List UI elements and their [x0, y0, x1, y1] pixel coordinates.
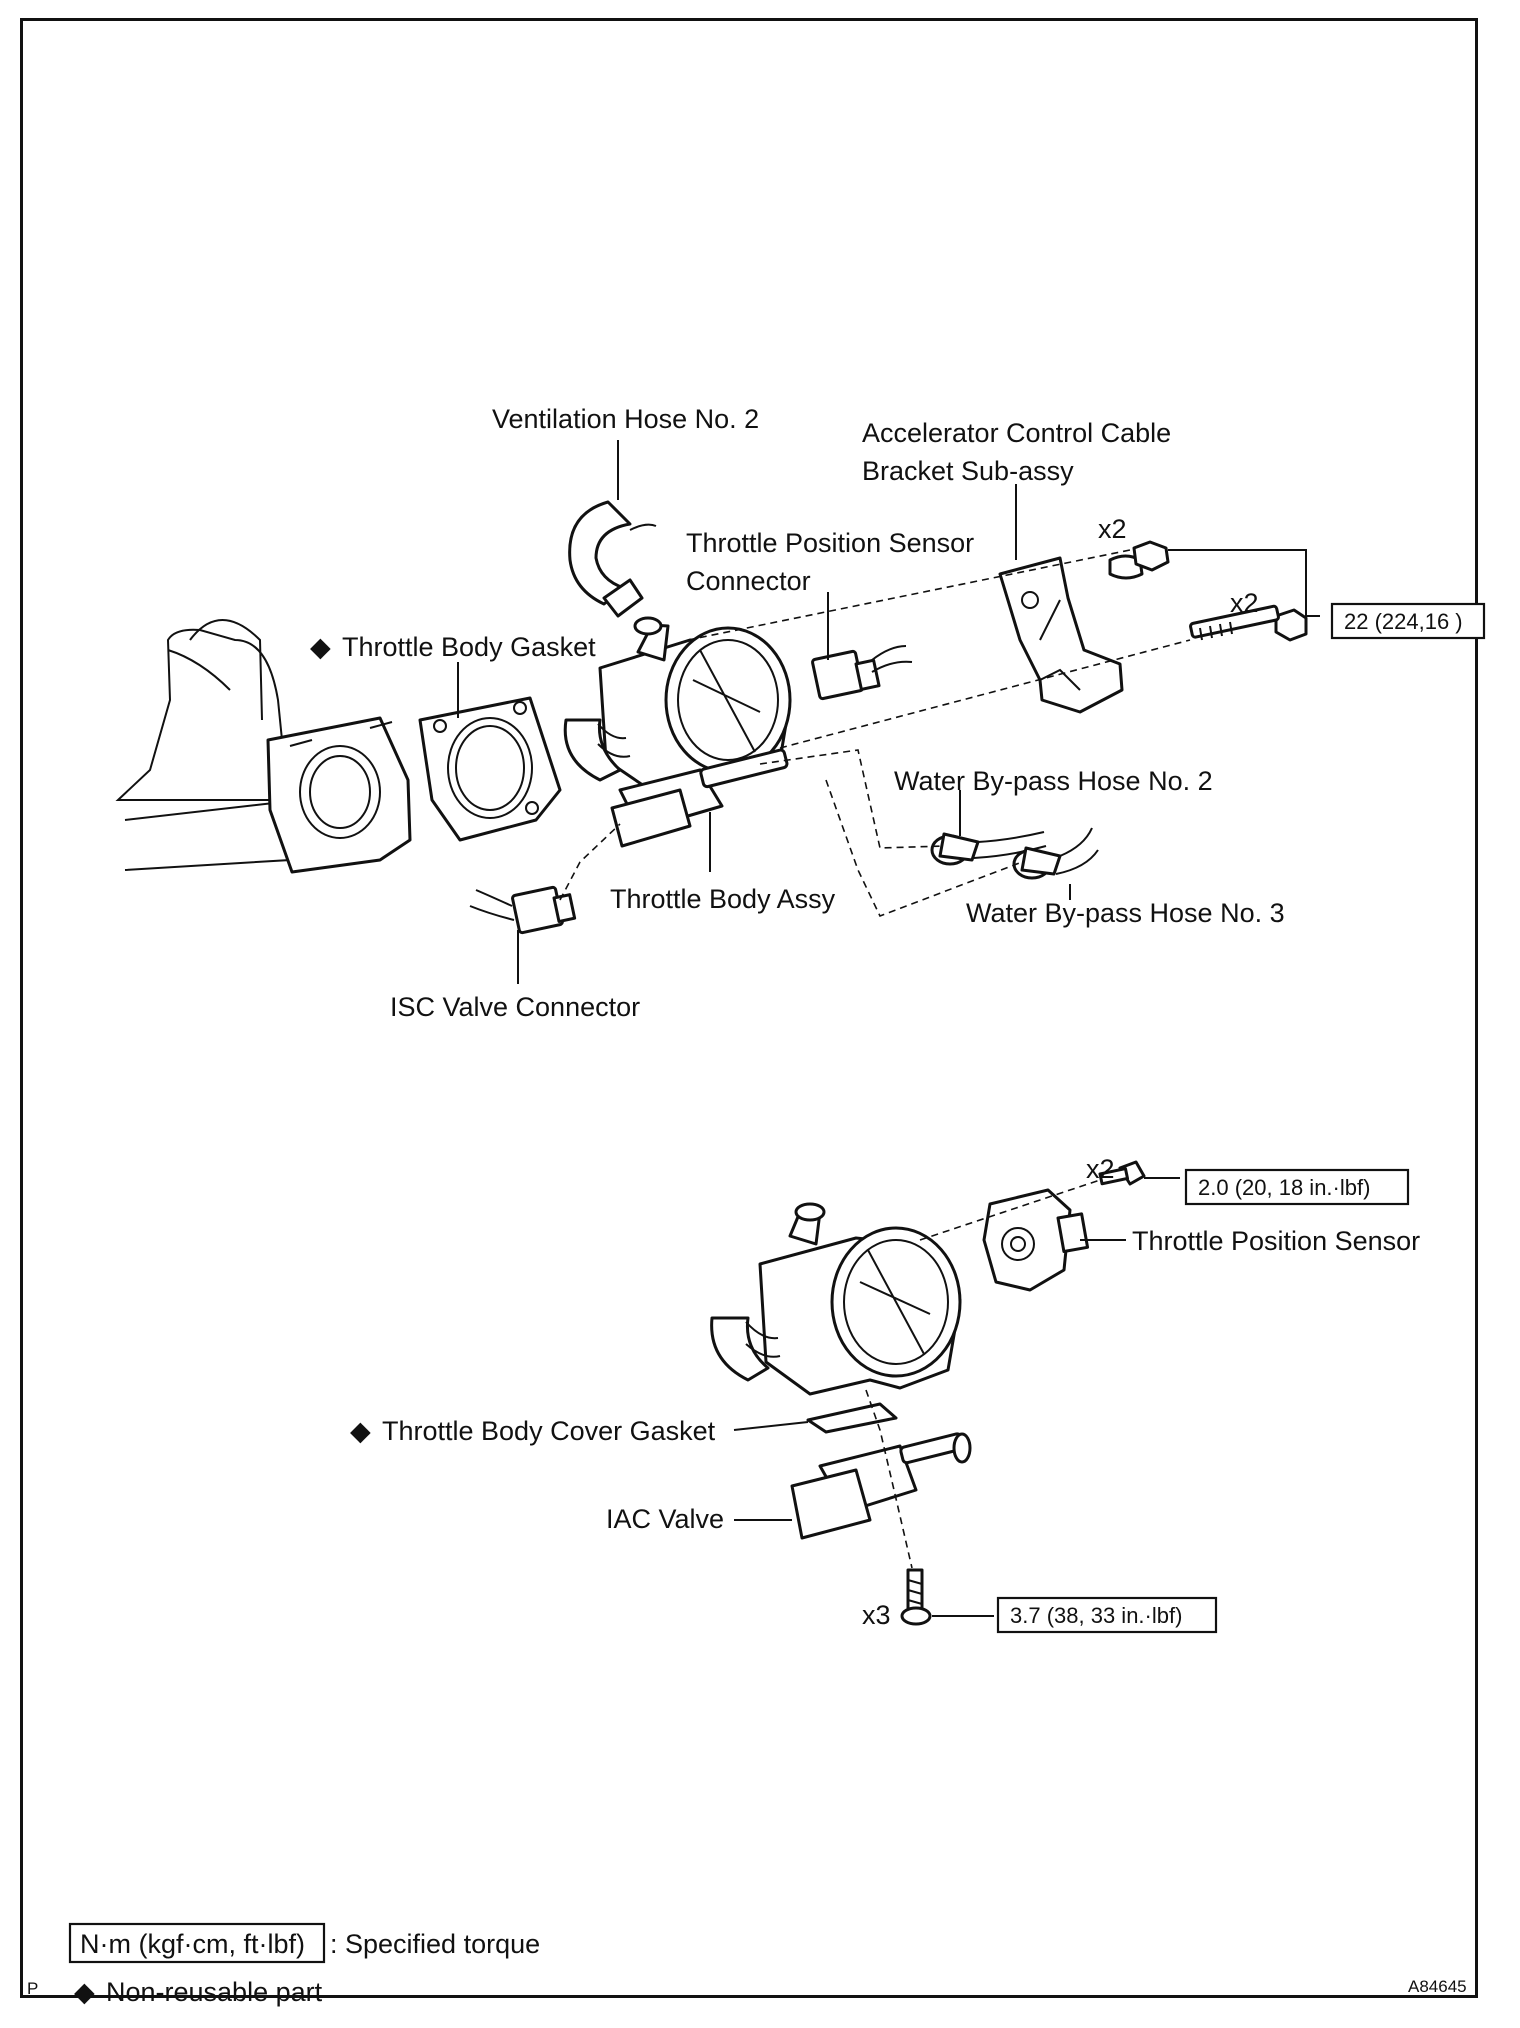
- label-throttle-body-cover-gasket: Throttle Body Cover Gasket: [382, 1416, 716, 1446]
- diamond-gasket: ◆: [310, 632, 331, 662]
- lower-cover-gasket: [806, 1402, 898, 1434]
- legend-nonreusable-text: Non-reusable part: [106, 1977, 323, 2007]
- lower-throttle-body: [710, 1202, 962, 1396]
- lower-leader-lines: [733, 1177, 1180, 1617]
- upper-leader-lines: [457, 440, 1320, 984]
- label-isc-connector: ISC Valve Connector: [390, 992, 640, 1022]
- lower-dashed-lines: [865, 1179, 1101, 1569]
- figure-id: A84645: [1408, 1977, 1467, 1996]
- label-throttle-body-assy: Throttle Body Assy: [610, 884, 836, 914]
- torque-box-bracket: 22 (224,16 ): [1330, 602, 1486, 640]
- label-iac-screw-qty: x3: [862, 1600, 891, 1630]
- label-water-hose-2: Water By-pass Hose No. 2: [894, 766, 1213, 796]
- label-accel-bracket-line2: Bracket Sub-assy: [862, 456, 1074, 486]
- lower-tps: [982, 1188, 1090, 1292]
- legend-torque-unit: N·m (kgf·cm, ft·lbf): [80, 1929, 305, 1959]
- tps-connector: [811, 645, 913, 701]
- legend-torque-text: : Specified torque: [330, 1929, 540, 1959]
- legend-diamond: ◆: [74, 1977, 95, 2007]
- figure-frame: [20, 18, 1478, 1998]
- label-accel-bracket-line1: Accelerator Control Cable: [862, 418, 1171, 448]
- upper-dashed-lines: [559, 549, 1191, 918]
- isc-valve-connector: [469, 885, 577, 935]
- accelerator-cable-bracket: [998, 554, 1144, 714]
- label-water-hose-3: Water By-pass Hose No. 3: [966, 898, 1285, 928]
- label-bolt-qty: x2: [1230, 588, 1259, 618]
- throttle-body-gasket: [418, 696, 562, 842]
- lower-tps-screws: [1098, 1160, 1146, 1186]
- diamond-cover-gasket: ◆: [350, 1416, 371, 1446]
- ventilation-hose: [568, 500, 657, 618]
- label-throttle-body-gasket: Throttle Body Gasket: [342, 632, 596, 662]
- footer-left-mark: P: [27, 1979, 38, 1998]
- legend-torque: N·m (kgf·cm, ft·lbf) : Specified torque: [68, 1922, 540, 1964]
- lower-iac-screws: [900, 1568, 932, 1626]
- label-tps-screw-qty: x2: [1086, 1154, 1115, 1184]
- bracket-nuts-bolts: [1132, 540, 1308, 642]
- label-tps-connector-line2: Connector: [686, 566, 811, 596]
- water-bypass-hose-3: [1012, 827, 1099, 880]
- throttle-body-assy: [563, 616, 792, 848]
- lower-iac-valve: [790, 1432, 972, 1540]
- label-ventilation-hose: Ventilation Hose No. 2: [492, 404, 759, 434]
- torque-value-tps: 2.0 (20, 18 in.·lbf): [1198, 1175, 1370, 1200]
- torque-box-iac: 3.7 (38, 33 in.·lbf): [996, 1596, 1218, 1634]
- intake-manifold: [115, 619, 412, 874]
- label-tps-connector-line1: Throttle Position Sensor: [686, 528, 974, 558]
- label-nut-qty: x2: [1098, 514, 1127, 544]
- label-throttle-position-sensor: Throttle Position Sensor: [1132, 1226, 1420, 1256]
- legend-nonreusable: ◆ Non-reusable part: [74, 1977, 323, 2007]
- water-bypass-hose-2: [930, 831, 1047, 866]
- torque-value-iac: 3.7 (38, 33 in.·lbf): [1010, 1603, 1182, 1628]
- torque-value-bracket: 22 (224,16 ): [1344, 609, 1463, 634]
- label-iac-valve: IAC Valve: [606, 1504, 724, 1534]
- torque-box-tps: 2.0 (20, 18 in.·lbf): [1184, 1168, 1410, 1206]
